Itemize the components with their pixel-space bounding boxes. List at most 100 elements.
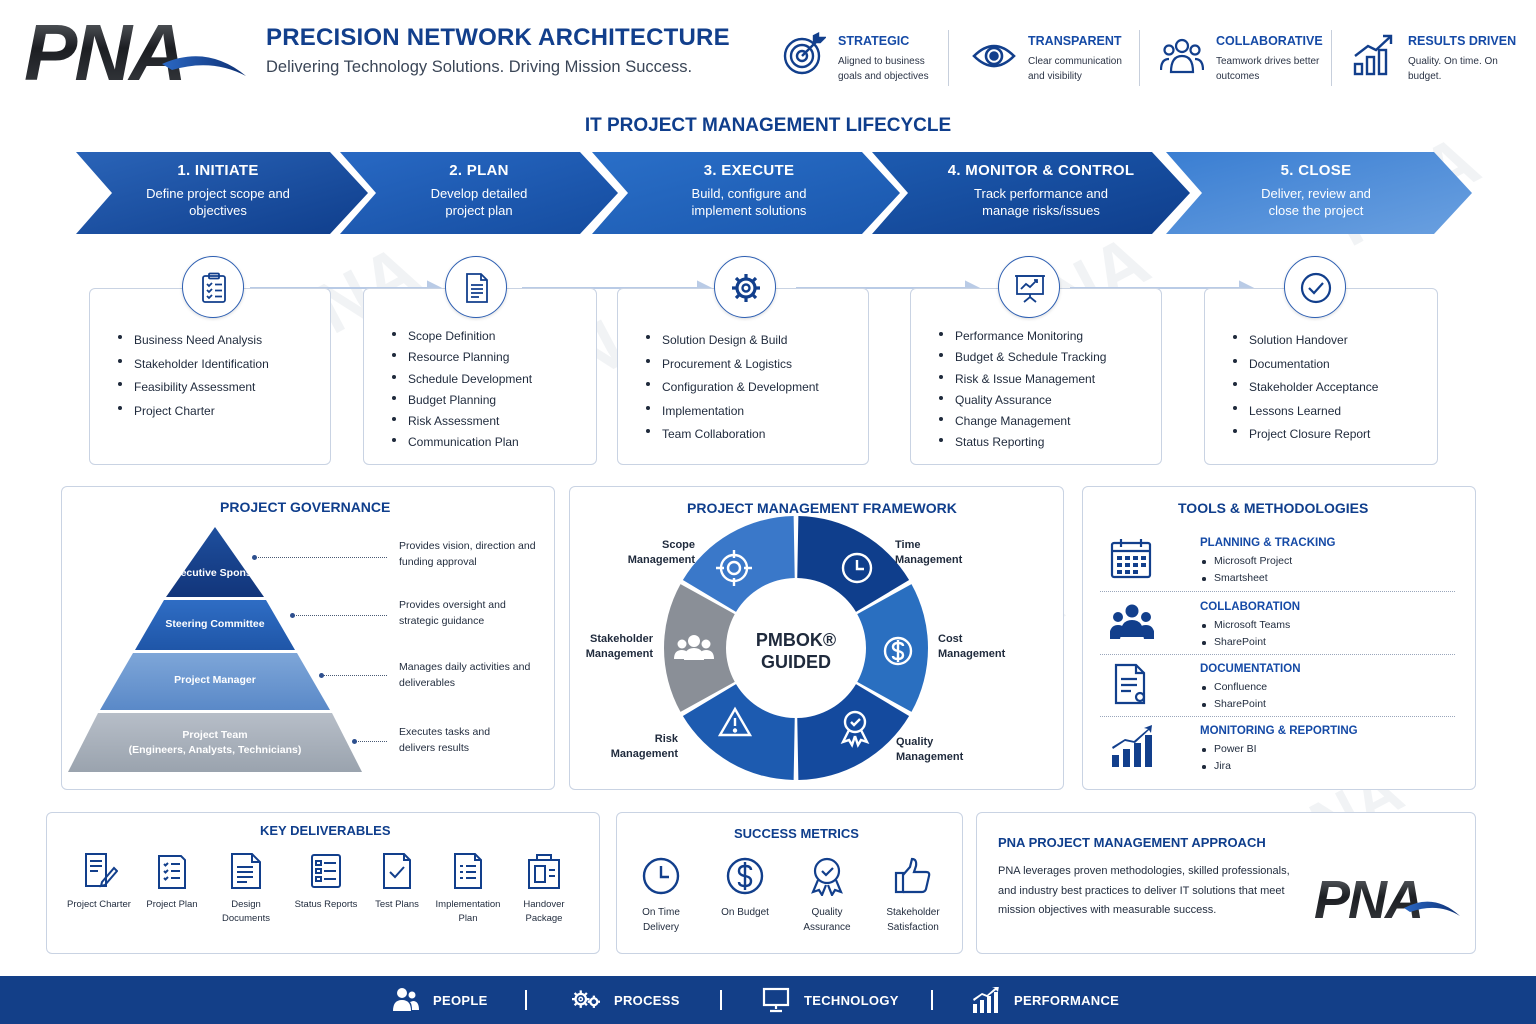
tool-group-title: COLLABORATION: [1200, 601, 1301, 613]
deliverable-item: Status Reports: [287, 852, 365, 912]
approach-panel: [976, 812, 1476, 954]
pna-logo: PNA: [24, 14, 246, 90]
svg-text:PNA: PNA: [24, 14, 184, 90]
framework-segment-risk: [682, 684, 795, 780]
phase-monitor-badge: [998, 256, 1060, 318]
governance-desc: Provides vision, direction and funding a…: [399, 540, 536, 568]
footer-divider: [525, 990, 527, 1010]
bar-chart-icon: [1112, 725, 1152, 767]
deliverables-title: KEY DELIVERABLES: [260, 823, 391, 838]
label-line: Quality: [896, 736, 934, 748]
value-title: STRATEGIC: [838, 34, 910, 48]
deliverable-label: Status Reports: [294, 899, 358, 910]
deliverable-label: Test Plans: [375, 899, 419, 910]
pyramid-level-team: [68, 713, 362, 772]
svg-text:PNA: PNA: [1314, 870, 1422, 926]
footer-item-technology: TECHNOLOGY: [762, 986, 899, 1014]
tool-group-title: MONITORING & REPORTING: [1200, 725, 1358, 737]
pyramid-label-executive: Executive Sponsor: [167, 567, 263, 579]
phase-execute-badge: [714, 256, 776, 318]
footer-item-process: PROCESS: [572, 986, 680, 1014]
thumbs-up-icon: [894, 857, 931, 894]
pyramid-label-team: Project Team: [182, 729, 248, 741]
deliverable-label: Handover: [523, 899, 565, 910]
framework-wheel: PMBOK® GUIDED: [664, 516, 928, 780]
tool-group-title: PLANNING & TRACKING: [1200, 537, 1336, 549]
list-item: Smartsheet: [1200, 570, 1292, 587]
governance-desc: Provides oversight and strategic guidanc…: [399, 599, 506, 627]
document-icon: [466, 273, 488, 303]
pyramid-level-executive: [166, 527, 264, 597]
list-item: Performance Monitoring: [939, 326, 1106, 347]
people-icon: [674, 635, 714, 660]
phase-execute-card: Solution Design & Build Procurement & Lo…: [617, 288, 869, 465]
list-item: Confluence: [1200, 679, 1267, 696]
list-item: Quality Assurance: [939, 390, 1106, 411]
metric-label: Delivery: [642, 922, 680, 933]
value-title: TRANSPARENT: [1028, 34, 1122, 48]
document-icon: [1114, 663, 1146, 705]
list-item: Resource Planning: [392, 347, 532, 368]
checklist-icon: [202, 272, 226, 303]
governance-desc: Executes tasks and delivers results: [399, 726, 491, 754]
governance-desc: Manages daily activities and deliverable…: [399, 661, 531, 689]
deliverable-label: Package: [525, 913, 563, 924]
tool-group-title: DOCUMENTATION: [1200, 663, 1301, 675]
framework-center-line1: PMBOK®: [756, 630, 836, 650]
approach-title: PNA PROJECT MANAGEMENT APPROACH: [998, 835, 1266, 850]
growth-chart-icon: [1353, 34, 1393, 76]
monitor-icon: [762, 987, 790, 1013]
tools-title: TOOLS & METHODOLOGIES: [1178, 500, 1369, 516]
phase-close-header: 5. CLOSE Deliver, review and close the p…: [1226, 162, 1406, 219]
list-item: Stakeholder Acceptance: [1233, 376, 1378, 400]
deliverable-item: Project Plan: [133, 852, 211, 912]
header-divider: [1331, 30, 1332, 86]
list-item: SharePoint: [1200, 634, 1290, 651]
phase-close-badge: [1284, 256, 1346, 318]
check-circle-icon: [1300, 272, 1332, 304]
target-icon: [783, 32, 826, 75]
phase-plan-header: 2. PLAN Develop detailed project plan: [392, 162, 566, 219]
label-line: Time: [895, 539, 921, 551]
status-report-icon: [311, 854, 341, 888]
chevron-initiate: [76, 152, 368, 234]
eye-icon: [972, 44, 1016, 68]
dollar-icon: [883, 636, 913, 666]
phase-initiate-badge: [182, 256, 244, 318]
list-item: Jira: [1200, 758, 1257, 775]
tool-divider: [1100, 591, 1455, 592]
clock-icon: [841, 552, 873, 584]
pyramid-label-steering: Steering Committee: [165, 618, 265, 630]
footer-label: TECHNOLOGY: [804, 992, 899, 1008]
deliverable-item: Project Charter: [60, 852, 138, 912]
label-line: Management: [895, 554, 963, 566]
charter-icon: [85, 853, 118, 888]
list-item: Documentation: [1233, 353, 1378, 377]
framework-center-line2: GUIDED: [761, 652, 831, 672]
deliverable-item: Test Plans: [358, 852, 436, 912]
governance-pyramid: [68, 527, 362, 772]
list-item: Risk & Issue Management: [939, 369, 1106, 390]
label-line: Management: [896, 751, 964, 763]
framework-segment-stakeholder: [664, 584, 735, 712]
governance-connector: [252, 555, 387, 560]
phase-monitor-header: 4. MONITOR & CONTROL Track performance a…: [926, 162, 1156, 219]
phase-subtitle: Deliver, review and close the project: [1261, 186, 1371, 218]
list-item: Status Reporting: [939, 432, 1106, 453]
list-item: Microsoft Project: [1200, 553, 1292, 570]
tool-divider: [1100, 654, 1455, 655]
label-line: Management: [610, 748, 678, 760]
list-item: Communication Plan: [392, 432, 532, 453]
clock-icon: [642, 857, 680, 895]
list-item: Microsoft Teams: [1200, 617, 1290, 634]
pyramid-sublabel-team: (Engineers, Analysts, Technicians): [128, 744, 302, 756]
deliverable-label: Project Charter: [67, 899, 131, 910]
header-divider: [1139, 30, 1140, 86]
phase-title: 3. EXECUTE: [703, 162, 795, 179]
governance-connector: [352, 739, 387, 744]
